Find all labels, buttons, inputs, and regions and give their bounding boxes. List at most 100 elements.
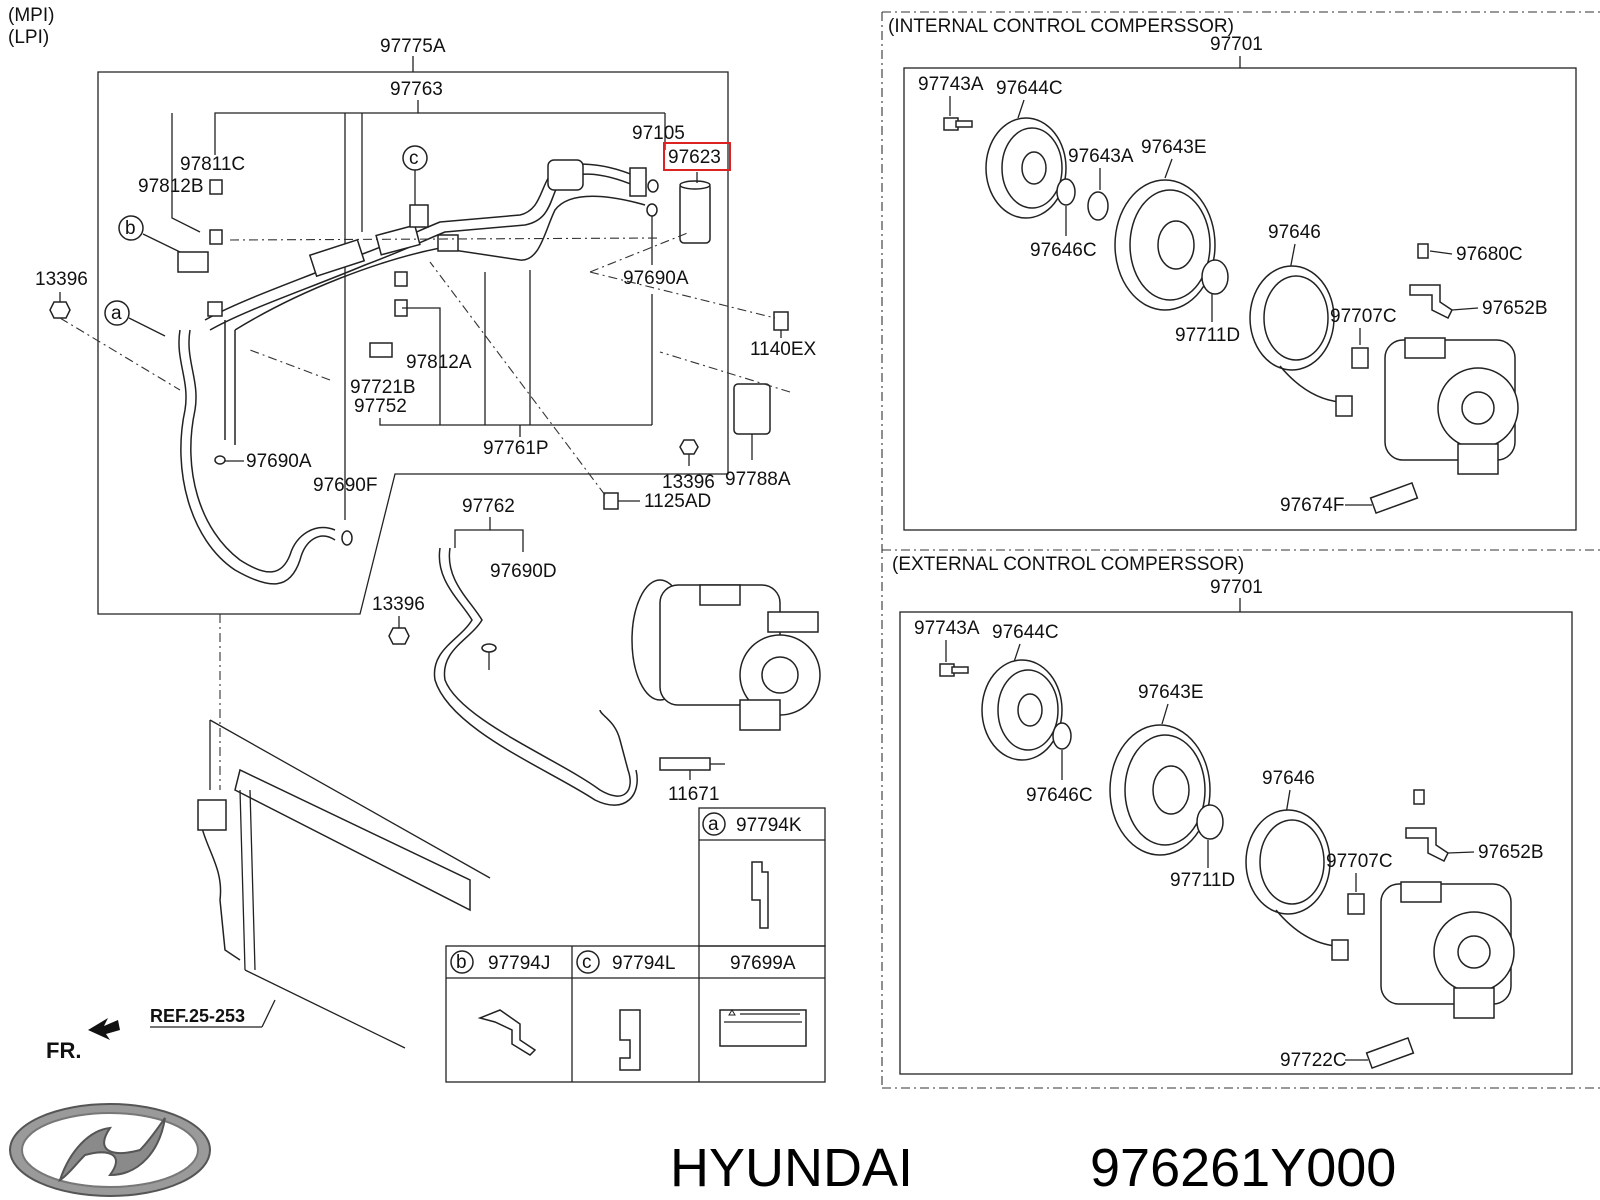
int-shim-97646C[interactable] <box>1056 178 1076 206</box>
label-97788A[interactable]: 97788A <box>725 469 791 490</box>
label-97763[interactable]: 97763 <box>390 79 443 100</box>
ext-compressor-body[interactable] <box>1380 881 1515 1019</box>
label-1125AD[interactable]: 1125AD <box>644 491 711 512</box>
label-97812A[interactable]: 97812A <box>406 352 472 373</box>
label-97775A[interactable]: 97775A <box>380 36 446 57</box>
table-part-97794K[interactable]: 97794K <box>736 815 802 836</box>
callout-b-label: b <box>125 218 136 239</box>
int-label-97711D[interactable]: 97711D <box>1175 325 1240 346</box>
ext-pulley[interactable] <box>1109 724 1211 856</box>
lower-hose-group: 97762 97690D 13396 11671 <box>46 496 821 1063</box>
int-snap-ring-97643A[interactable] <box>1087 191 1109 221</box>
nut-13396-c[interactable] <box>388 627 410 645</box>
suction-hose[interactable] <box>178 329 336 585</box>
note-lpi: (LPI) <box>8 27 49 48</box>
nut-13396-a[interactable] <box>49 301 71 319</box>
table-callout-c <box>576 950 600 974</box>
int-label-97644C[interactable]: 97644C <box>996 78 1063 99</box>
ext-label-97646C[interactable]: 97646C <box>1026 785 1093 806</box>
ext-label-97643E[interactable]: 97643E <box>1138 682 1204 703</box>
table-code-c: c <box>582 952 592 973</box>
label-13396-a[interactable]: 13396 <box>35 269 88 290</box>
label-97752[interactable]: 97752 <box>354 396 407 417</box>
nut-13396-b[interactable] <box>679 439 699 455</box>
int-bearing-97707C[interactable] <box>1351 347 1369 369</box>
external-assembly-label[interactable]: 97701 <box>1210 577 1263 598</box>
label-97690A-top[interactable]: 97690A <box>623 268 689 289</box>
ext-label-97711D[interactable]: 97711D <box>1170 870 1235 891</box>
label-97812B[interactable]: 97812B <box>138 176 204 197</box>
ext-label-97707C[interactable]: 97707C <box>1326 851 1393 872</box>
int-sensor-97674F[interactable] <box>1369 481 1419 515</box>
table-part-97699A[interactable]: 97699A <box>730 953 796 974</box>
int-bolt-97680C[interactable] <box>1417 243 1429 259</box>
label-13396-c[interactable]: 13396 <box>372 594 425 615</box>
int-compressor-body[interactable] <box>1384 337 1519 475</box>
bolt-1140EX[interactable] <box>773 311 789 331</box>
label-97690F[interactable]: 97690F <box>313 475 377 496</box>
discharge-hose-lower[interactable] <box>443 547 631 797</box>
ext-label-97652B[interactable]: 97652B <box>1478 842 1544 863</box>
label-97811C[interactable]: 97811C <box>180 154 245 175</box>
label-97623[interactable]: 97623 <box>668 147 721 168</box>
label-11671[interactable]: 11671 <box>668 784 719 805</box>
int-label-97743A[interactable]: 97743A <box>918 74 984 95</box>
int-label-97643A[interactable]: 97643A <box>1068 146 1134 167</box>
external-section-title: (EXTERNAL CONTROL COMPERSSOR) <box>892 554 1244 575</box>
int-label-97643E[interactable]: 97643E <box>1141 137 1207 158</box>
label-97699A-icon <box>719 1009 807 1047</box>
ext-label-97722C[interactable]: 97722C <box>1280 1050 1347 1071</box>
fr-label: FR. <box>46 1038 81 1063</box>
condenser[interactable] <box>197 614 491 1049</box>
table-code-a: a <box>708 814 719 835</box>
ext-snap-ring-97711D[interactable] <box>1196 804 1224 840</box>
liquid-line[interactable] <box>234 195 646 331</box>
int-pulley[interactable] <box>1114 179 1216 311</box>
ext-shim-97646C[interactable] <box>1052 722 1072 750</box>
ext-clutch-plate[interactable] <box>981 659 1063 761</box>
table-part-97794L[interactable]: 97794L <box>612 953 675 974</box>
int-label-97652B[interactable]: 97652B <box>1482 298 1548 319</box>
label-97690A-left[interactable]: 97690A <box>246 451 312 472</box>
table-code-b: b <box>456 952 467 973</box>
ext-bracket-97652B[interactable] <box>1405 827 1449 863</box>
table-part-97794J[interactable]: 97794J <box>488 953 550 974</box>
internal-assembly-label[interactable]: 97701 <box>1210 34 1263 55</box>
label-97105[interactable]: 97105 <box>632 123 685 144</box>
label-97721B[interactable]: 97721B <box>350 377 416 398</box>
ext-bolt-icon <box>1413 789 1425 805</box>
bolt-1125AD[interactable] <box>603 492 619 510</box>
ext-sensor-97722C[interactable] <box>1365 1036 1415 1070</box>
ext-label-97644C[interactable]: 97644C <box>992 622 1059 643</box>
note-mpi: (MPI) <box>8 5 54 26</box>
int-label-97680C[interactable]: 97680C <box>1456 244 1523 265</box>
int-snap-ring-97711D[interactable] <box>1201 259 1229 295</box>
int-label-97707C[interactable]: 97707C <box>1330 306 1397 327</box>
ext-label-97646[interactable]: 97646 <box>1262 768 1315 789</box>
ext-bearing-97707C[interactable] <box>1347 893 1365 915</box>
bracket-97788A[interactable] <box>733 383 771 435</box>
compressor-main[interactable] <box>631 579 821 731</box>
label-13396-b[interactable]: 13396 <box>662 472 715 493</box>
ext-field-coil[interactable] <box>1245 809 1349 961</box>
bolt-11671[interactable] <box>659 757 711 771</box>
int-label-97646C[interactable]: 97646C <box>1030 240 1097 261</box>
label-97690D[interactable]: 97690D <box>490 561 557 582</box>
bracket-97794K-icon <box>751 861 769 929</box>
label-97762[interactable]: 97762 <box>462 496 515 517</box>
external-compressor-section: (EXTERNAL CONTROL COMPERSSOR) 97701 9774… <box>892 554 1573 1075</box>
int-label-97674F[interactable]: 97674F <box>1280 495 1344 516</box>
part-number: 976261Y000 <box>1090 1138 1396 1198</box>
label-97761P[interactable]: 97761P <box>483 438 549 459</box>
ref-label[interactable]: REF.25-253 <box>150 1006 245 1026</box>
highlight-box-97623 <box>663 142 731 171</box>
int-bracket-97652B[interactable] <box>1409 284 1453 320</box>
main-hose-group: 97775A 97763 97105 97623 97811C 97812B c… <box>35 36 817 615</box>
int-label-97646[interactable]: 97646 <box>1268 222 1321 243</box>
ext-label-97743A[interactable]: 97743A <box>914 618 980 639</box>
int-field-coil[interactable] <box>1249 265 1353 417</box>
label-1140EX[interactable]: 1140EX <box>750 339 817 360</box>
int-clutch-plate[interactable] <box>985 117 1067 219</box>
callout-a-label: a <box>111 303 122 324</box>
